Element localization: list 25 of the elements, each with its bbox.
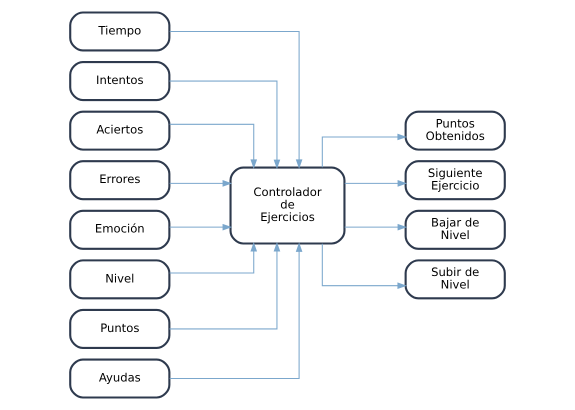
node-box: Nivel <box>69 259 170 300</box>
arrow <box>344 224 408 230</box>
node-box: Emoción <box>69 210 170 250</box>
arrow <box>322 244 407 290</box>
node-box: Tiempo <box>69 11 170 52</box>
node-box: Puntos Obtenidos <box>404 110 506 151</box>
arrow <box>170 242 280 330</box>
node-box: Aciertos <box>69 110 170 151</box>
node-box: Subir de Nivel <box>404 259 506 300</box>
arrow <box>170 180 232 187</box>
node-box: Controlador de Ejercicios <box>229 166 346 245</box>
arrow <box>170 124 258 169</box>
node-box: Ayudas <box>69 358 170 399</box>
arrow <box>170 242 258 274</box>
arrow <box>322 134 407 168</box>
arrow <box>170 30 302 169</box>
node-box: Siguiente Ejercicio <box>404 160 506 200</box>
node-box: Intentos <box>69 61 170 102</box>
arrow <box>344 180 408 187</box>
arrow <box>170 224 232 230</box>
arrow <box>170 242 302 380</box>
arrow <box>170 80 280 170</box>
node-box: Errores <box>69 160 170 200</box>
node-box: Puntos <box>69 308 170 349</box>
node-box: Bajar de Nivel <box>404 210 506 250</box>
